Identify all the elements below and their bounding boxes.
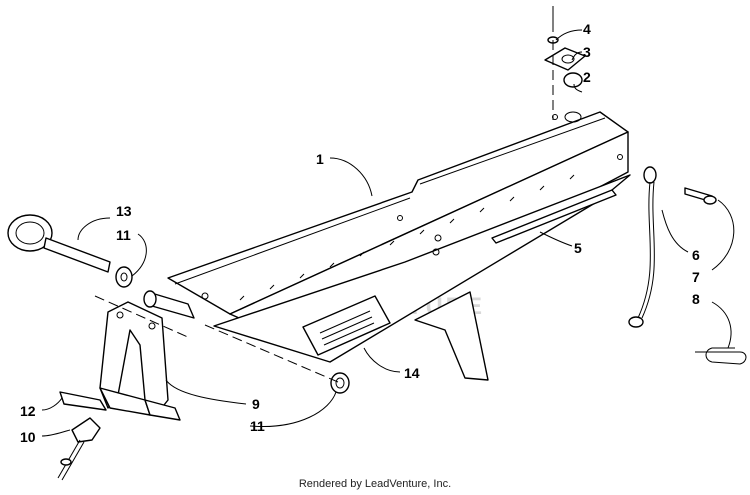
hitch-pin bbox=[7, 214, 111, 273]
hitch-plate bbox=[167, 111, 631, 363]
bushing-upper bbox=[115, 266, 133, 288]
bushing-lower bbox=[330, 372, 350, 394]
hitch-tube bbox=[143, 290, 195, 319]
footer-credit: Rendered by LeadVenture, Inc. bbox=[298, 478, 452, 490]
callout-5: 5 bbox=[574, 240, 582, 256]
callout-14: 14 bbox=[404, 365, 420, 381]
callout-2: 2 bbox=[583, 69, 591, 85]
callout-11-upper: 11 bbox=[116, 227, 131, 243]
callout-6: 6 bbox=[692, 247, 700, 263]
spacer-bar bbox=[59, 391, 107, 411]
knob-bolt bbox=[57, 417, 101, 481]
callout-1: 1 bbox=[316, 151, 324, 167]
callout-12: 12 bbox=[20, 403, 36, 419]
callout-8: 8 bbox=[692, 291, 700, 307]
mounting-bracket bbox=[99, 301, 181, 421]
callout-9: 9 bbox=[252, 396, 260, 412]
leader-lines bbox=[41, 29, 735, 437]
top-hardware bbox=[544, 6, 586, 123]
callout-11-lower: 11 bbox=[250, 418, 265, 434]
callout-4: 4 bbox=[583, 21, 591, 37]
support-leg bbox=[414, 291, 489, 381]
hitch-clip bbox=[695, 347, 747, 365]
callout-13: 13 bbox=[116, 203, 132, 219]
callout-7: 7 bbox=[692, 269, 700, 285]
callout-10: 10 bbox=[20, 429, 36, 445]
callout-3: 3 bbox=[583, 44, 591, 60]
safety-cable bbox=[628, 166, 717, 328]
